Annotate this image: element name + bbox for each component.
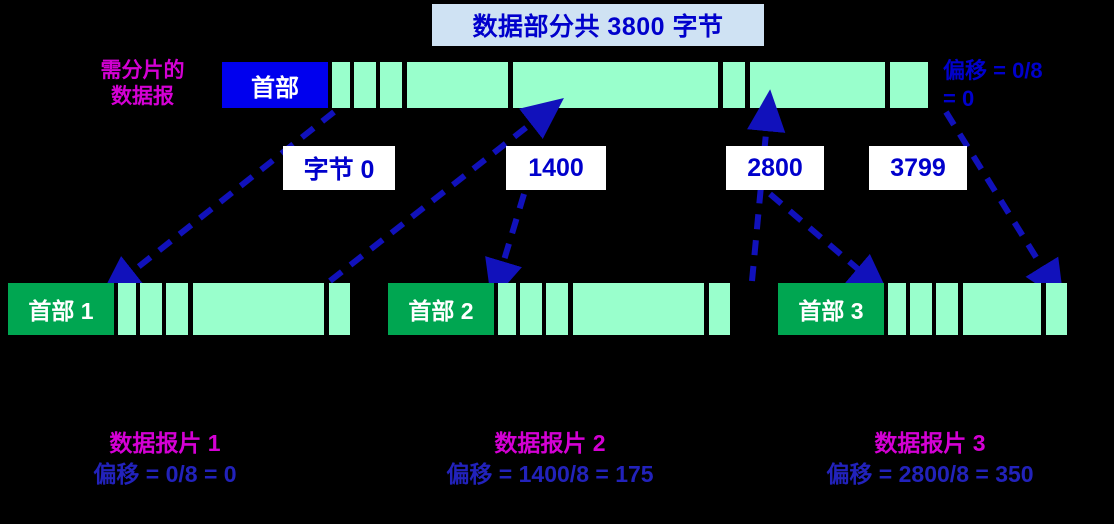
cell-divider — [494, 283, 498, 335]
caption-fragment-3: 数据报片 3 偏移 = 2800/8 = 350 — [760, 428, 1100, 490]
caption-fragment-2-offset: 偏移 = 1400/8 = 175 — [446, 461, 654, 487]
caption-fragment-3-title: 数据报片 3 — [874, 430, 986, 456]
data-cell — [709, 283, 730, 335]
data-cell — [193, 283, 324, 335]
data-cell — [380, 62, 402, 108]
caption-fragment-1: 数据报片 1 偏移 = 0/8 = 0 — [10, 428, 320, 490]
data-cell — [329, 283, 350, 335]
callout-byte-3799: 3799 — [869, 146, 967, 190]
datagram-offset-line2: = 0 — [943, 86, 975, 111]
data-cell — [498, 283, 516, 335]
data-length-banner: 数据部分共 3800 字节 — [432, 4, 764, 46]
cell-divider — [718, 62, 723, 108]
cell-divider — [376, 62, 380, 108]
cell-divider — [324, 283, 329, 335]
datagram-header-cell: 首部 — [222, 62, 328, 108]
fragment-3-header: 首部 3 — [778, 283, 884, 335]
caption-fragment-2: 数据报片 2 偏移 = 1400/8 = 175 — [390, 428, 710, 490]
cell-divider — [162, 283, 166, 335]
cell-divider — [188, 283, 193, 335]
fragment-bar-1: 首部 1 — [8, 283, 350, 335]
data-cell — [354, 62, 376, 108]
datagram-offset-label: 偏移 = 0/8 = 0 — [943, 57, 1113, 113]
data-cell — [888, 283, 906, 335]
leader-frag2-end — [747, 89, 786, 282]
cell-divider — [906, 283, 910, 335]
datagram-side-label-line1: 需分片的 — [100, 59, 185, 82]
data-cell — [520, 283, 542, 335]
cell-divider — [704, 283, 709, 335]
cell-divider — [402, 62, 407, 108]
callout-byte-0: 字节 0 — [283, 146, 395, 190]
leader-1400-to-frag2 — [485, 193, 527, 302]
data-cell — [936, 283, 958, 335]
leader-2800-to-frag3 — [768, 191, 890, 296]
leader-byte0 — [100, 109, 336, 298]
cell-divider — [568, 283, 573, 335]
cell-divider — [350, 62, 354, 108]
fragment-bar-3: 首部 3 — [778, 283, 1067, 335]
cell-divider — [958, 283, 963, 335]
cell-divider — [516, 283, 520, 335]
cell-divider — [542, 283, 546, 335]
datagram-side-label-line2: 数据报 — [111, 85, 174, 108]
cell-divider — [1041, 283, 1046, 335]
cell-divider — [745, 62, 750, 108]
cell-divider — [508, 62, 513, 108]
data-cell — [1046, 283, 1067, 335]
data-cell — [546, 283, 568, 335]
cell-divider — [932, 283, 936, 335]
caption-fragment-1-offset: 偏移 = 0/8 = 0 — [93, 461, 237, 487]
leader-frag1-end — [328, 97, 564, 284]
callout-byte-1400: 1400 — [506, 146, 606, 190]
data-cell — [963, 283, 1041, 335]
caption-fragment-3-offset: 偏移 = 2800/8 = 350 — [826, 461, 1034, 487]
cell-divider — [328, 62, 332, 108]
data-cell — [750, 62, 885, 108]
fragment-bar-2: 首部 2 — [388, 283, 730, 335]
data-cell — [332, 62, 350, 108]
datagram-side-label: 需分片的 数据报 — [70, 58, 215, 110]
data-cell — [407, 62, 508, 108]
cell-divider — [884, 283, 888, 335]
cell-divider — [885, 62, 890, 108]
datagram-offset-line1: 偏移 = 0/8 — [943, 58, 1043, 83]
leader-byte3799 — [943, 110, 1065, 303]
caption-fragment-2-title: 数据报片 2 — [494, 430, 606, 456]
data-cell — [723, 62, 745, 108]
fragment-2-header: 首部 2 — [388, 283, 494, 335]
data-cell — [140, 283, 162, 335]
data-cell — [890, 62, 928, 108]
data-cell — [166, 283, 188, 335]
caption-fragment-1-title: 数据报片 1 — [109, 430, 221, 456]
data-cell — [573, 283, 704, 335]
cell-divider — [136, 283, 140, 335]
callout-byte-2800: 2800 — [726, 146, 824, 190]
data-cell — [118, 283, 136, 335]
data-cell — [513, 62, 718, 108]
original-datagram-bar: 首部 — [222, 62, 928, 108]
data-cell — [910, 283, 932, 335]
fragment-1-header: 首部 1 — [8, 283, 114, 335]
cell-divider — [114, 283, 118, 335]
